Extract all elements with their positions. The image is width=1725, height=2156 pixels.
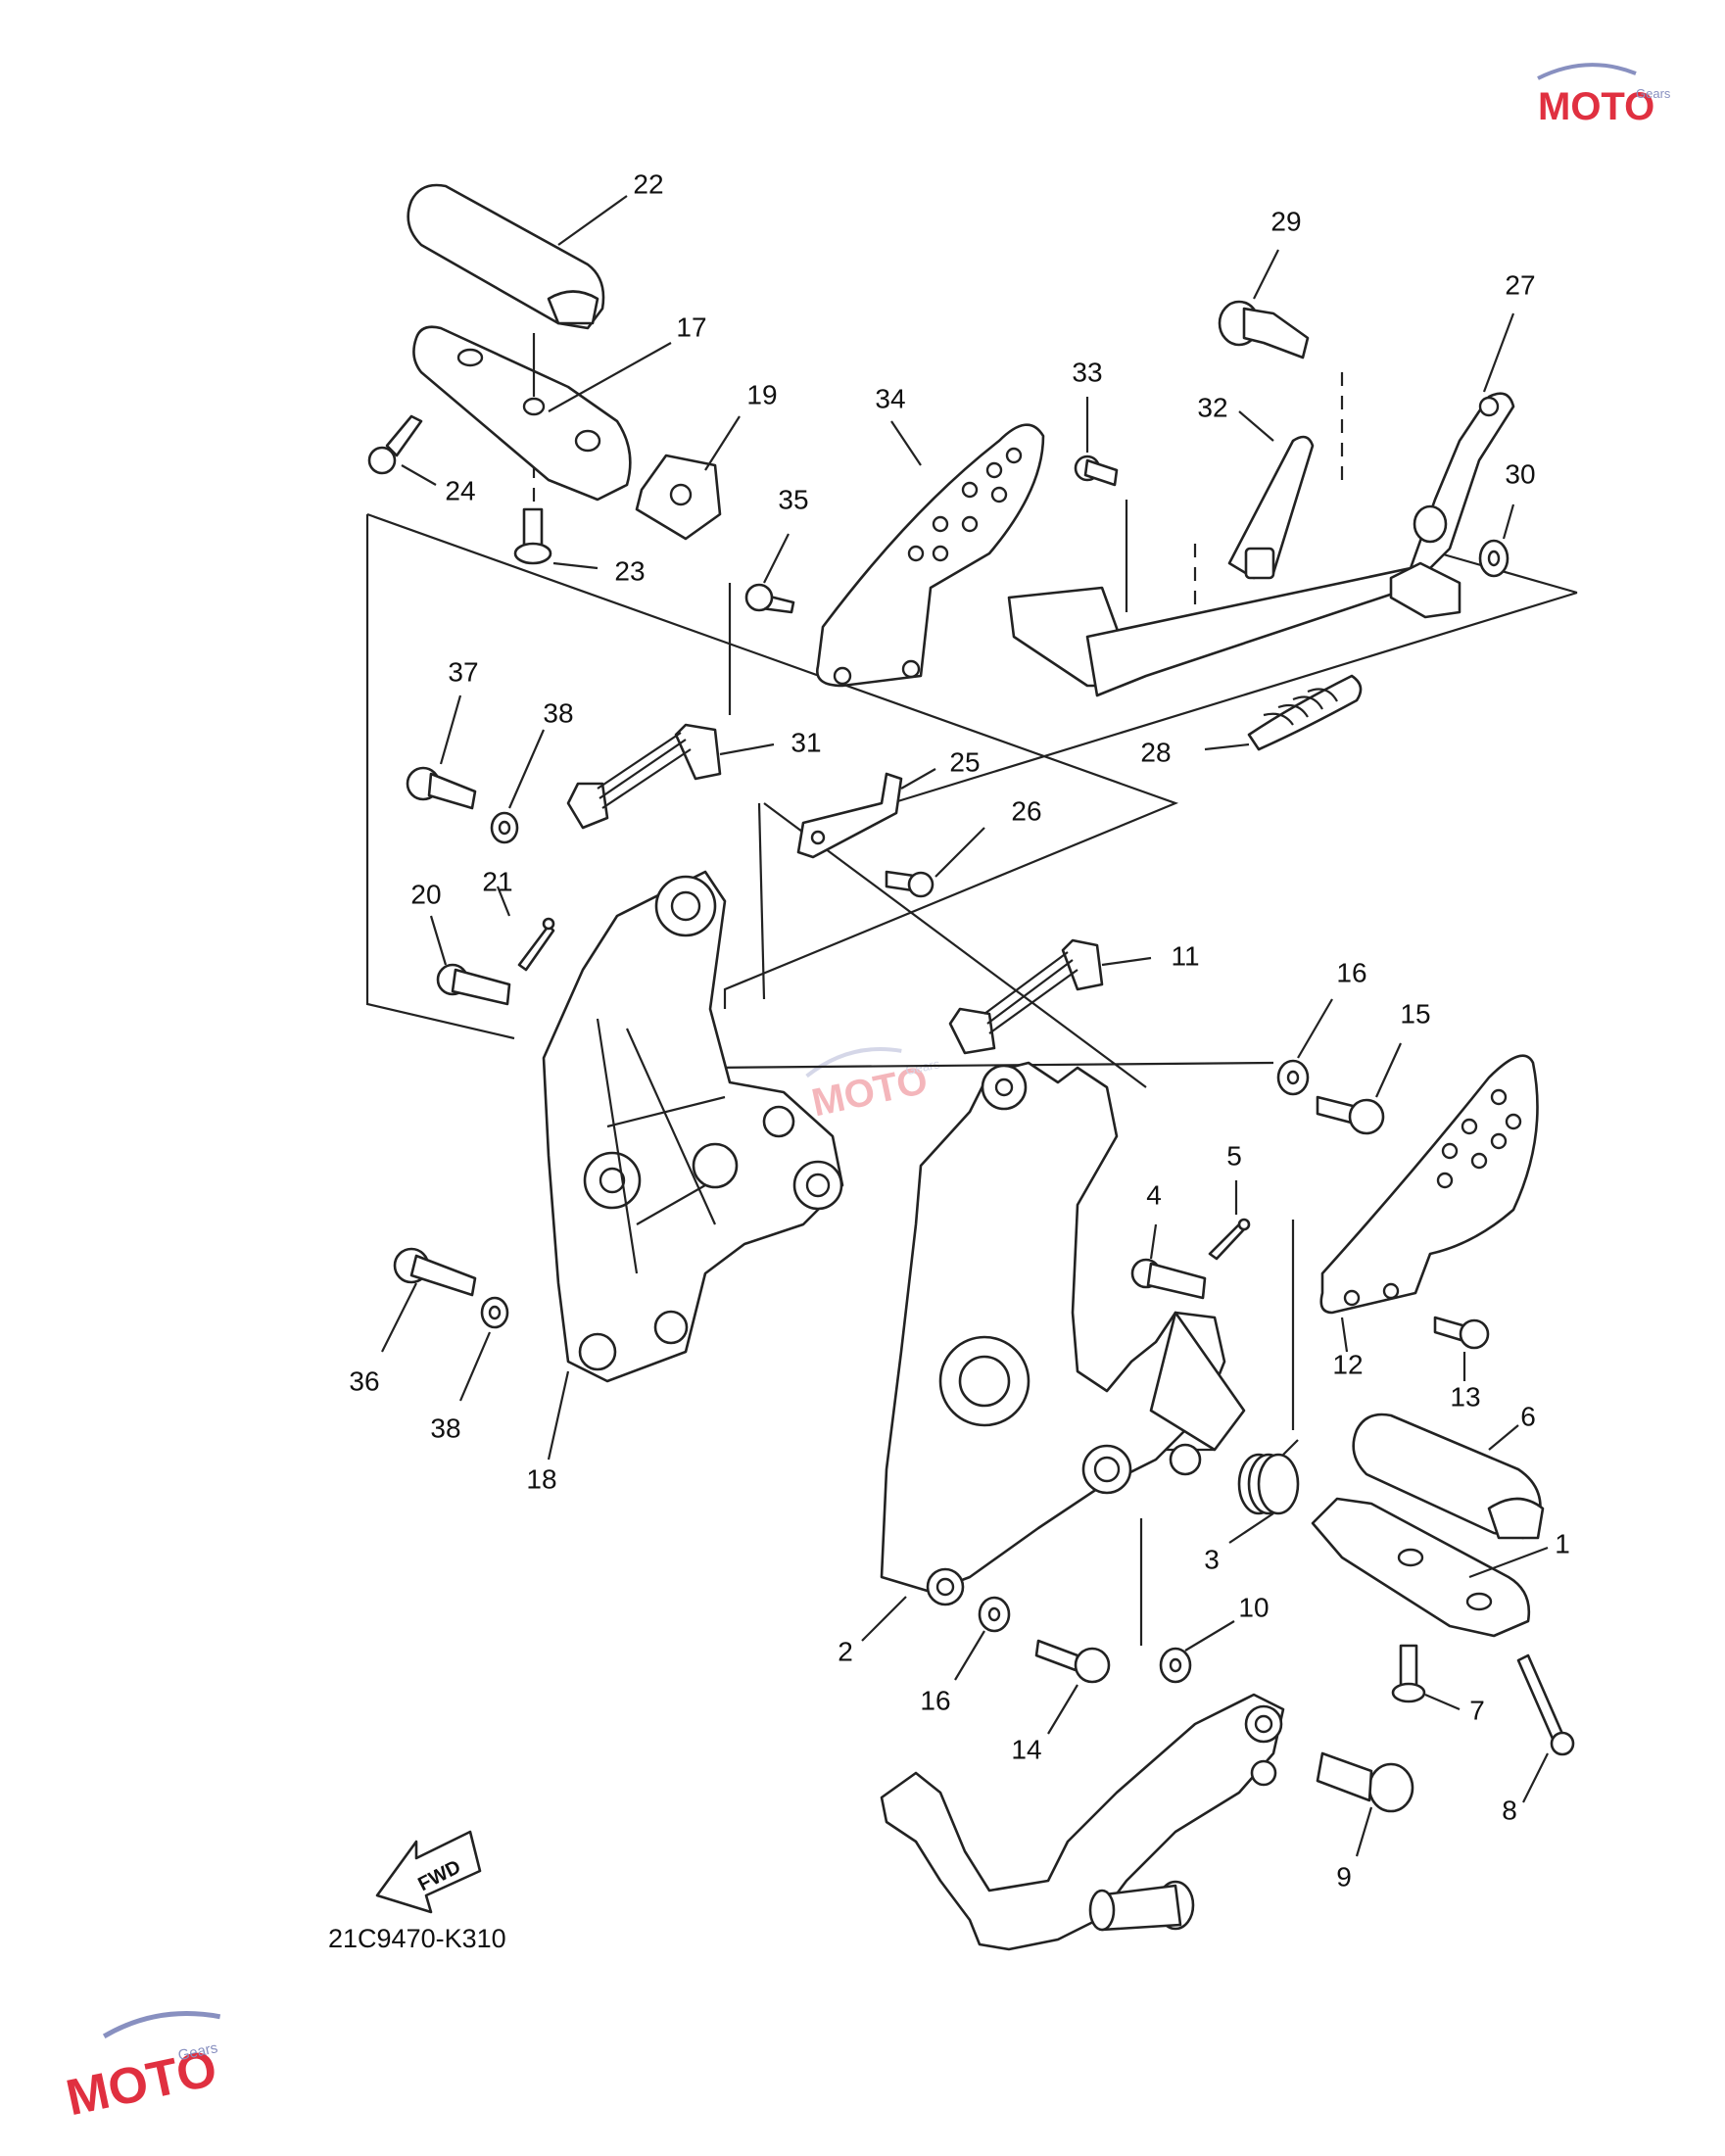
part-38-washer-top bbox=[490, 729, 546, 844]
part-11-damper bbox=[948, 938, 1152, 1055]
part-33-bolt bbox=[1074, 397, 1119, 487]
part-9-pivot-bolt bbox=[1316, 1751, 1414, 1857]
part-32-rod bbox=[1227, 410, 1315, 580]
part-2-right-bracket bbox=[861, 1061, 1246, 1642]
callout-37: 37 bbox=[448, 656, 478, 687]
callout-16-top: 16 bbox=[1336, 957, 1366, 987]
watermark-logo-top: MOTO Gears bbox=[1537, 63, 1671, 128]
part-30-bracket bbox=[1389, 561, 1461, 619]
callout-7: 7 bbox=[1469, 1695, 1485, 1725]
part-16-washer-top bbox=[1276, 998, 1333, 1096]
callout-5: 5 bbox=[1226, 1140, 1242, 1171]
callout-4: 4 bbox=[1146, 1179, 1162, 1210]
part-20-pin bbox=[429, 915, 511, 1006]
part-23-bolt bbox=[513, 507, 599, 570]
callout-13: 13 bbox=[1450, 1381, 1480, 1412]
callout-34: 34 bbox=[875, 383, 905, 413]
callout-31: 31 bbox=[791, 727, 821, 757]
part-12-heel-plate bbox=[1319, 1054, 1539, 1353]
fwd-direction-arrow: FWD bbox=[375, 1830, 482, 1914]
part-26-bolt bbox=[885, 827, 985, 898]
part-34-heel-plate bbox=[816, 420, 1045, 688]
callout-labels: 1 2 3 4 5 6 7 8 9 10 11 12 13 14 15 16 1… bbox=[349, 168, 1569, 1892]
callout-16-bottom: 16 bbox=[920, 1685, 950, 1715]
callout-19: 19 bbox=[746, 379, 777, 409]
part-7-bolt bbox=[1391, 1644, 1461, 1711]
callout-9: 9 bbox=[1336, 1861, 1352, 1892]
callout-25: 25 bbox=[949, 746, 980, 777]
callout-2: 2 bbox=[838, 1636, 853, 1666]
part-21-cotter-pin bbox=[496, 886, 555, 972]
callout-36: 36 bbox=[349, 1365, 379, 1396]
callout-33: 33 bbox=[1072, 357, 1102, 387]
part-13-bolt bbox=[1433, 1316, 1490, 1381]
callout-18: 18 bbox=[526, 1463, 556, 1494]
part-25-plate bbox=[796, 768, 936, 859]
part-17-footrest-bracket bbox=[412, 325, 672, 502]
part-16-washer-bottom bbox=[954, 1596, 1011, 1681]
callout-22: 22 bbox=[633, 168, 663, 199]
callout-15: 15 bbox=[1400, 998, 1430, 1029]
callout-35: 35 bbox=[778, 484, 808, 514]
part-37-bolt bbox=[406, 695, 477, 810]
watermark-sub-middle: Gears bbox=[904, 1056, 941, 1078]
callout-29: 29 bbox=[1270, 206, 1301, 236]
callout-28: 28 bbox=[1140, 737, 1171, 767]
part-5-cotter-pin bbox=[1208, 1180, 1251, 1261]
callout-32: 32 bbox=[1197, 392, 1227, 422]
callout-27: 27 bbox=[1505, 269, 1535, 300]
part-8-pin bbox=[1516, 1653, 1575, 1803]
part-29-pivot-bolt bbox=[1218, 249, 1310, 359]
callout-12: 12 bbox=[1332, 1349, 1363, 1379]
callout-20: 20 bbox=[410, 879, 441, 909]
part-31-damper bbox=[566, 723, 775, 830]
part-30-washer bbox=[1478, 503, 1515, 578]
part-24-bolt bbox=[367, 414, 437, 486]
callout-30: 30 bbox=[1505, 458, 1535, 489]
callout-38-bottom: 38 bbox=[430, 1413, 460, 1443]
watermark-logo-middle: MOTO Gears bbox=[805, 1047, 941, 1125]
watermark-brand-top: MOTO bbox=[1538, 85, 1654, 128]
part-3-spring bbox=[1228, 1439, 1300, 1544]
part-22-footrest-rubber bbox=[407, 183, 628, 330]
part-10-washer bbox=[1159, 1620, 1235, 1684]
callout-23: 23 bbox=[614, 555, 645, 586]
callout-1: 1 bbox=[1555, 1528, 1570, 1558]
part-36-bolt bbox=[381, 1247, 477, 1353]
callout-24: 24 bbox=[445, 475, 475, 505]
callout-21: 21 bbox=[482, 866, 512, 896]
watermark-sub-top: Gears bbox=[1636, 86, 1671, 101]
callout-10: 10 bbox=[1238, 1592, 1269, 1622]
callout-3: 3 bbox=[1204, 1544, 1220, 1574]
part-14-bolt bbox=[1034, 1639, 1111, 1735]
part-code: 21C9470-K310 bbox=[328, 1924, 506, 1953]
callout-6: 6 bbox=[1520, 1401, 1536, 1431]
part-28-spring bbox=[1204, 674, 1363, 751]
part-38-washer-bottom bbox=[458, 1296, 509, 1402]
part-35-bolt bbox=[744, 533, 795, 614]
callout-14: 14 bbox=[1011, 1734, 1041, 1764]
watermark-logo-bottom: MOTO Gears bbox=[62, 2011, 221, 2127]
part-15-bolt bbox=[1316, 1042, 1403, 1135]
part-18-left-bracket bbox=[542, 870, 844, 1461]
callout-17: 17 bbox=[676, 311, 706, 342]
callout-11: 11 bbox=[1171, 940, 1199, 971]
part-19-clip bbox=[635, 415, 741, 541]
part-4-pin bbox=[1130, 1223, 1207, 1300]
part-1-footrest bbox=[1311, 1497, 1549, 1638]
callout-26: 26 bbox=[1011, 795, 1041, 826]
callout-8: 8 bbox=[1502, 1795, 1517, 1825]
part-6-footrest-rubber bbox=[1352, 1413, 1545, 1540]
callout-38-top: 38 bbox=[543, 697, 573, 728]
shift-lever bbox=[880, 1693, 1285, 1951]
